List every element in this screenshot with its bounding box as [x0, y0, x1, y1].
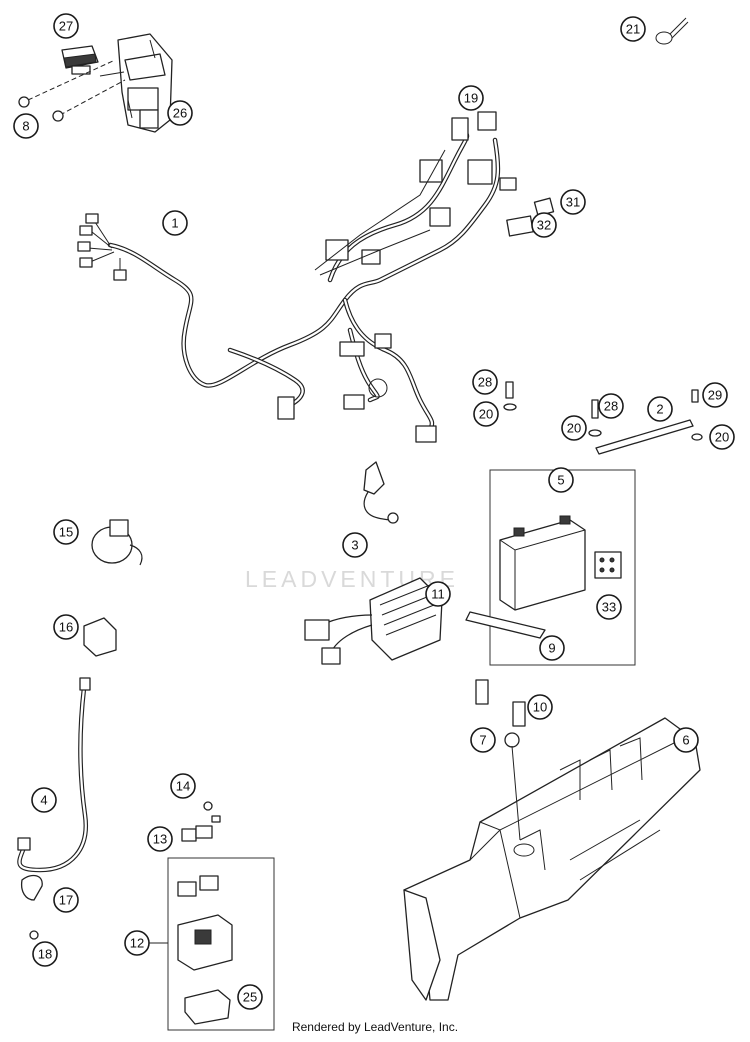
starter-relay-frame — [167, 857, 275, 1031]
svg-text:26: 26 — [173, 106, 187, 121]
svg-text:16: 16 — [59, 620, 73, 635]
callout-14: 14 — [170, 773, 196, 799]
terminal-cap-17 — [20, 874, 43, 901]
svg-text:17: 17 — [59, 893, 73, 908]
svg-text:3: 3 — [351, 538, 358, 553]
nut-14 — [203, 801, 221, 823]
svg-text:20: 20 — [715, 430, 729, 445]
sensor-cable — [363, 461, 399, 524]
callout-15: 15 — [53, 519, 79, 545]
cable-tie — [655, 17, 689, 45]
callout-28b: 28 — [598, 393, 624, 419]
callout-1: 1 — [162, 210, 188, 236]
callout-2: 2 — [647, 396, 673, 422]
svg-text:20: 20 — [479, 407, 493, 422]
svg-text:13: 13 — [153, 832, 167, 847]
svg-text:28: 28 — [478, 375, 492, 390]
callout-5: 5 — [548, 467, 574, 493]
callout-13: 13 — [147, 826, 173, 852]
callout-4: 4 — [31, 787, 57, 813]
callout-27: 27 — [53, 13, 79, 39]
svg-text:12: 12 — [130, 936, 144, 951]
svg-text:14: 14 — [176, 779, 190, 794]
battery-terminal-screws — [594, 551, 622, 579]
callout-33: 33 — [596, 594, 622, 620]
screw-7 — [504, 732, 521, 841]
callout-18: 18 — [32, 941, 58, 967]
main-wiring-harness — [77, 111, 517, 443]
voltage-regulator — [304, 577, 443, 665]
battery-pad — [465, 611, 546, 639]
svg-text:20: 20 — [567, 421, 581, 436]
callout-12: 12 — [124, 930, 150, 956]
svg-text:6: 6 — [682, 733, 689, 748]
callout-17: 17 — [53, 887, 79, 913]
svg-text:29: 29 — [708, 388, 722, 403]
svg-text:5: 5 — [557, 473, 564, 488]
svg-text:15: 15 — [59, 525, 73, 540]
connector-32 — [506, 215, 534, 237]
svg-text:33: 33 — [602, 600, 616, 615]
callout-20c: 20 — [709, 424, 735, 450]
callout-21: 21 — [620, 16, 646, 42]
starter-relay — [177, 875, 233, 971]
callout-32: 32 — [531, 212, 557, 238]
callout-11: 11 — [425, 581, 451, 607]
callout-9: 9 — [539, 635, 565, 661]
battery — [499, 515, 586, 611]
svg-text:1: 1 — [171, 216, 178, 231]
svg-text:32: 32 — [537, 218, 551, 233]
svg-text:21: 21 — [626, 22, 640, 37]
svg-text:9: 9 — [548, 641, 555, 656]
callout-25: 25 — [237, 984, 263, 1010]
svg-text:28: 28 — [604, 399, 618, 414]
callout-8: 8 — [13, 113, 39, 139]
svg-text:11: 11 — [431, 587, 445, 602]
callout-7: 7 — [470, 727, 496, 753]
nut-18 — [29, 930, 39, 940]
callout-26: 26 — [167, 100, 193, 126]
callout-19: 19 — [458, 85, 484, 111]
svg-text:4: 4 — [40, 793, 47, 808]
callout-20b: 20 — [561, 415, 587, 441]
svg-text:25: 25 — [243, 990, 257, 1005]
grommet-13 — [181, 825, 213, 842]
fuse-10 — [475, 679, 526, 727]
callout-3: 3 — [342, 532, 368, 558]
relay-15 — [91, 519, 143, 566]
fuse-box-bracket — [99, 33, 173, 133]
callout-10: 10 — [527, 694, 553, 720]
svg-text:19: 19 — [464, 91, 478, 106]
callout-16: 16 — [53, 614, 79, 640]
svg-text:18: 18 — [38, 947, 52, 962]
svg-text:31: 31 — [566, 195, 580, 210]
battery-tray — [403, 717, 701, 1001]
battery-cable — [17, 677, 91, 873]
connector-16 — [83, 617, 117, 657]
svg-text:10: 10 — [533, 700, 547, 715]
screw-28-a — [503, 381, 517, 411]
callout-20a: 20 — [473, 401, 499, 427]
callout-29: 29 — [702, 382, 728, 408]
callout-31: 31 — [560, 189, 586, 215]
relay-cover-25 — [184, 989, 231, 1025]
svg-text:27: 27 — [59, 19, 73, 34]
fuse-box-cover — [61, 45, 99, 75]
callout-6: 6 — [673, 727, 699, 753]
ground-strap — [588, 389, 703, 455]
svg-text:2: 2 — [656, 402, 663, 417]
callout-28a: 28 — [472, 369, 498, 395]
screw-8 — [18, 96, 64, 122]
footer-credit: Rendered by LeadVenture, Inc. — [291, 1020, 459, 1034]
svg-text:7: 7 — [479, 733, 486, 748]
svg-text:8: 8 — [22, 119, 29, 134]
